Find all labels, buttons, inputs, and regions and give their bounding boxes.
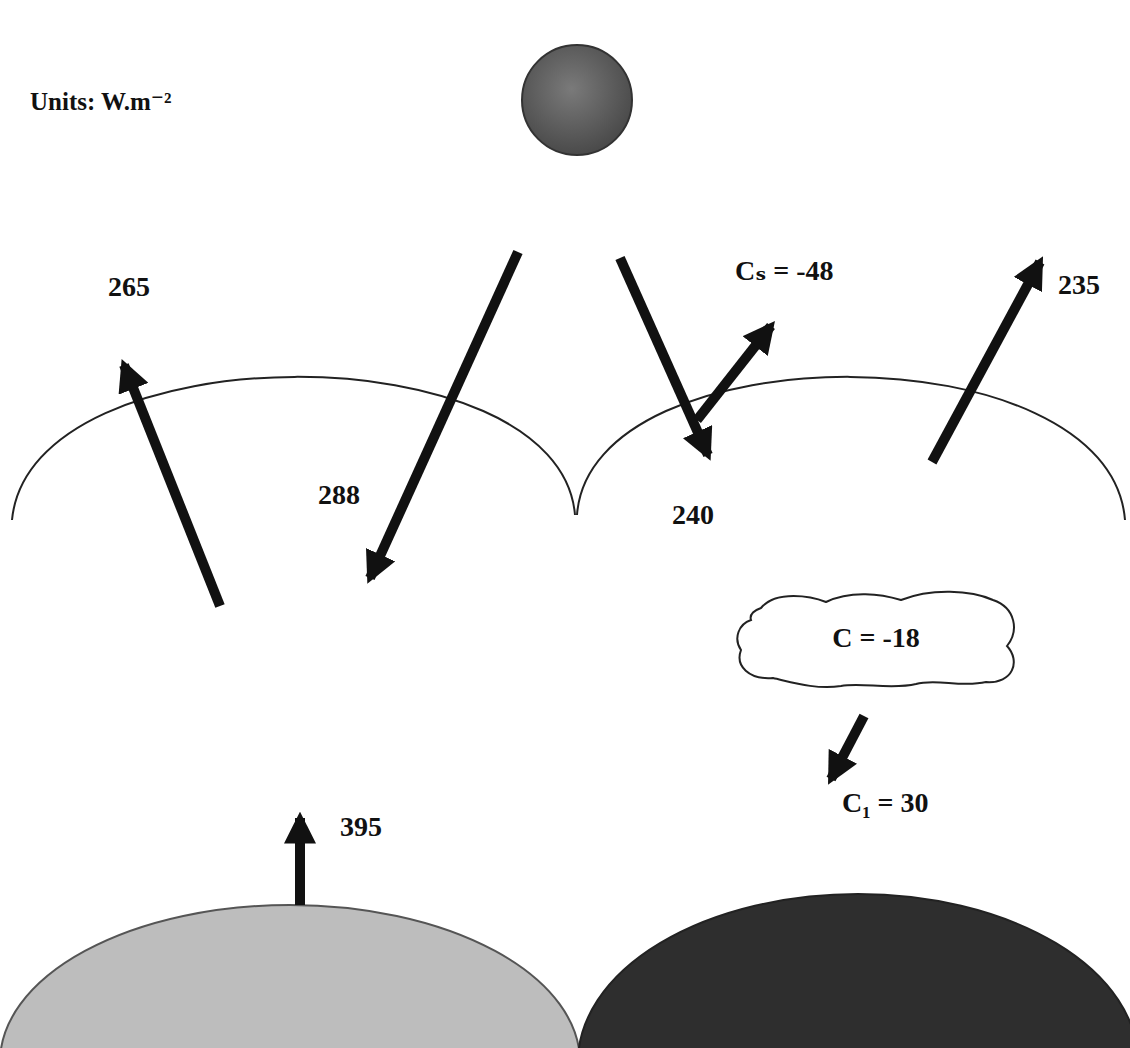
forcing-value: Cₛ = -48 [735,256,834,287]
incoming-solar-arrow [370,252,518,578]
shortwave-forcing-arrow [697,326,771,420]
atmosphere-arc [577,377,1125,520]
outgoing-arrow [932,262,1040,462]
longwave-forcing-arrow [831,716,864,779]
flux-value: 395 [340,812,382,843]
sun [522,45,632,155]
flux-value: 240 [672,500,714,531]
cloud: C = -18 [731,586,1021,691]
atmosphere-arc [12,377,575,520]
cloud-forcing-value: C = -18 [832,622,920,654]
forcing-value: C₁ = 30 [842,788,929,819]
units-note: Units: W.m⁻² [30,88,172,116]
outgoing-longwave-arrow [124,365,220,606]
flux-value: 288 [318,480,360,511]
flux-value: 235 [1058,270,1100,301]
ocean-surface [578,894,1130,1048]
incoming-solar-arrow [620,258,708,455]
surface-emission-arrow [295,818,305,905]
land-surface [0,905,580,1048]
flux-value: 265 [108,272,150,303]
